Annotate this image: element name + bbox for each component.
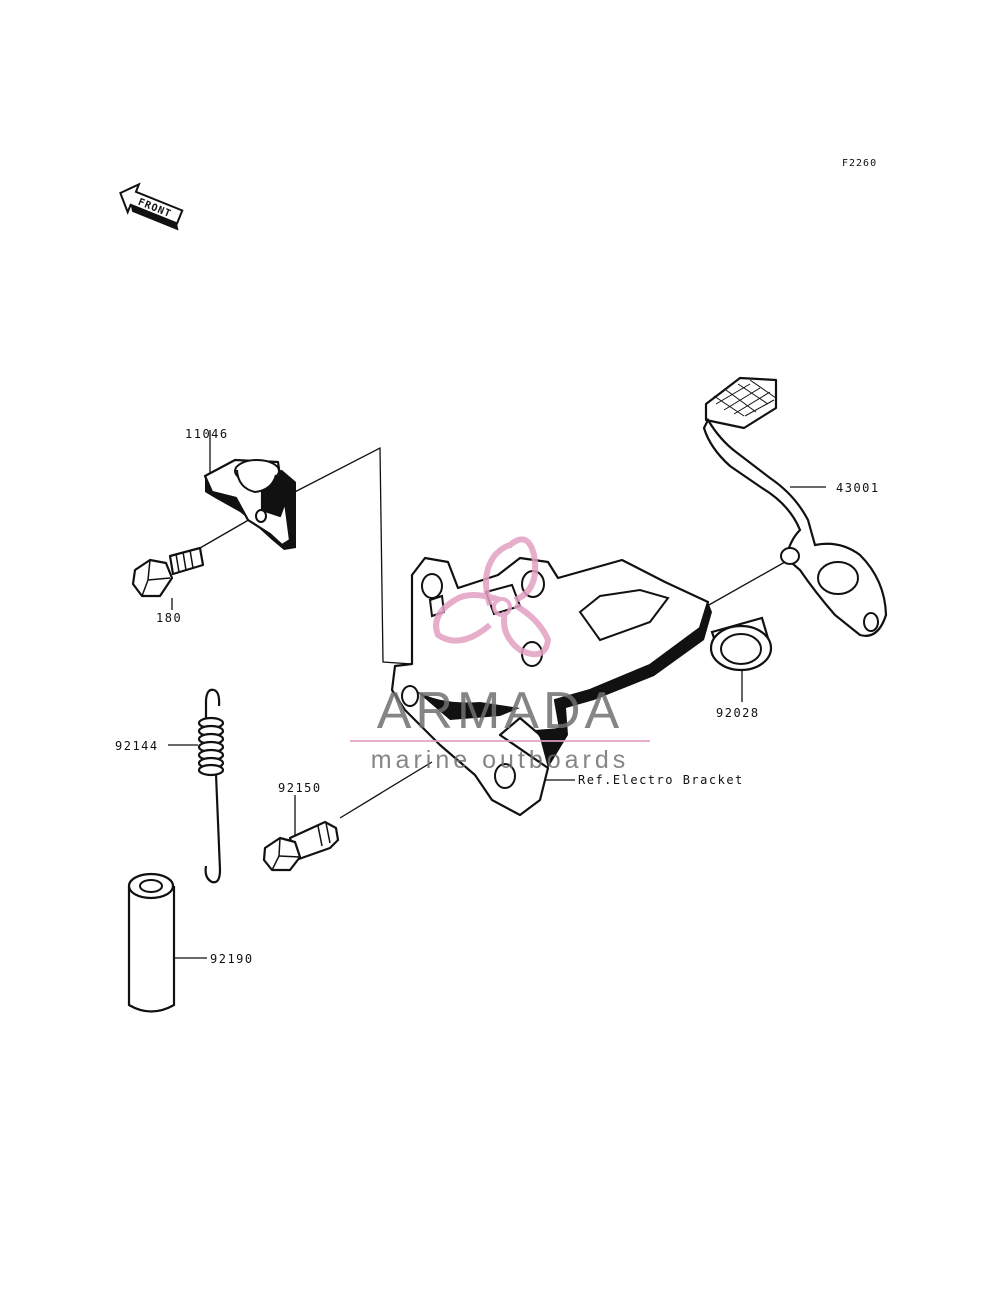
watermark: ARMADA marine outboards [350,536,650,774]
assembly-lines [168,430,826,959]
front-arrow-icon: FRONT [119,182,184,231]
label-11046: 11046 [185,427,229,441]
label-92150: 92150 [278,781,322,795]
label-92028: 92028 [716,706,760,720]
sleeve-part-92190 [127,872,176,1013]
watermark-subtitle: marine outboards [371,746,630,774]
electro-bracket [390,556,712,817]
bushing-part-92028 [709,616,773,672]
diagram-code: F2260 [842,158,877,169]
clamp-part-11046 [203,458,296,550]
label-180: 180 [156,611,182,625]
bolt-part-92150 [262,820,340,872]
bolt-part-180 [131,546,205,598]
label-43001: 43001 [836,481,880,495]
spring-part-92144 [197,688,225,884]
brake-pedal-part-43001 [702,376,888,637]
watermark-title: ARMADA [377,682,623,740]
reference-label: Ref.Electro Bracket [578,773,744,787]
label-92144: 92144 [115,739,159,753]
armada-logo-icon [433,536,552,658]
label-92190: 92190 [210,952,254,966]
